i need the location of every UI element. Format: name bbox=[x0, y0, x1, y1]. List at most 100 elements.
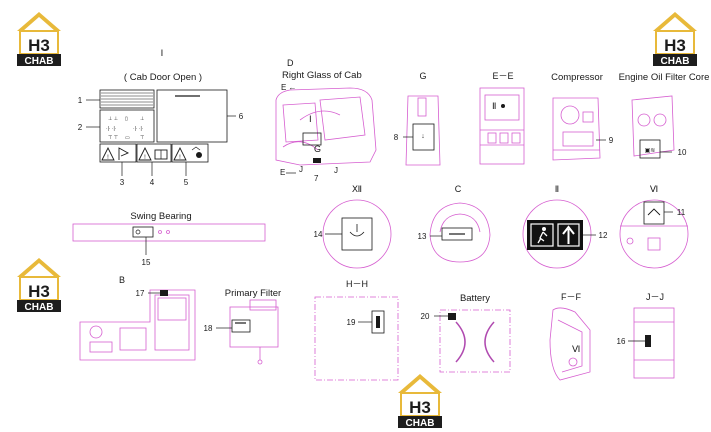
view-xii-title: Ⅻ bbox=[352, 184, 362, 194]
callout-5: 5 bbox=[184, 178, 189, 187]
view-roman-numeral: Ⅵ bbox=[572, 344, 580, 354]
svg-text:!: ! bbox=[144, 155, 146, 161]
svg-text:!: ! bbox=[179, 155, 181, 161]
callout-7: 7 bbox=[314, 174, 319, 183]
label-g: G bbox=[314, 144, 321, 154]
primary-filter-view: Primary Filter 18 bbox=[204, 288, 281, 365]
view-g-title: G bbox=[419, 71, 426, 81]
callout-12: 12 bbox=[599, 231, 608, 240]
label-18-plate bbox=[231, 319, 251, 333]
view-c-title: C bbox=[455, 184, 462, 194]
swing-bearing-title: Swing Bearing bbox=[130, 211, 191, 222]
compressor-view: Compressor 9 bbox=[551, 72, 614, 161]
view-arrow-e: E ← bbox=[281, 83, 297, 92]
view-f-f: F－F Ⅵ bbox=[549, 292, 591, 381]
callout-11: 11 bbox=[677, 208, 686, 217]
brand-logo-bottom-center: H3 CHAB bbox=[397, 373, 443, 429]
svg-text:⋅|⋅ ⋅|⋅: ⋅|⋅ ⋅|⋅ bbox=[106, 126, 117, 132]
callout-10: 10 bbox=[678, 148, 687, 157]
callout-6: 6 bbox=[239, 112, 244, 121]
callout-9: 9 bbox=[609, 136, 614, 145]
label-15-plate bbox=[132, 226, 154, 238]
svg-text:⋅|⋅ ⋅|⋅: ⋅|⋅ ⋅|⋅ bbox=[133, 126, 144, 132]
compressor-title: Compressor bbox=[551, 72, 603, 83]
view-vi: Ⅵ 11 bbox=[619, 184, 689, 269]
brand-logo-top-right: H3 CHAB bbox=[652, 11, 698, 67]
primary-filter-title: Primary Filter bbox=[225, 288, 281, 299]
view-j-j-title: J－J bbox=[646, 292, 664, 302]
logo-wordmark: CHAB bbox=[406, 418, 435, 429]
label-1-plate bbox=[99, 89, 155, 109]
label-13-plate bbox=[441, 227, 473, 241]
view-b-title: B bbox=[119, 275, 125, 285]
logo-mark: H3 bbox=[409, 398, 431, 417]
brand-logo-middle-left: H3 CHAB bbox=[16, 257, 62, 313]
logo-wordmark: CHAB bbox=[25, 302, 54, 313]
cab-door-label-panel: Ⅰ ( Cab Door Open ) ⊥ ⊥▯⊥ ⋅|⋅ ⋅|⋅⋅|⋅ ⋅|⋅… bbox=[78, 48, 244, 187]
svg-text:!: ! bbox=[107, 155, 109, 161]
view-roman-numeral: Ⅰ bbox=[309, 114, 312, 124]
logo-mark: H3 bbox=[28, 282, 50, 301]
callout-20: 20 bbox=[421, 312, 430, 321]
view-ii: Ⅱ 12 bbox=[522, 184, 608, 269]
callout-4: 4 bbox=[150, 178, 155, 187]
section-marker-d: D bbox=[287, 58, 294, 68]
label-j-right: J bbox=[334, 166, 338, 175]
view-c: C 13 bbox=[418, 184, 491, 263]
svg-text:▣≋: ▣≋ bbox=[645, 148, 656, 154]
view-e-e-title: E－E bbox=[492, 71, 513, 81]
callout-16: 16 bbox=[617, 337, 626, 346]
view-roman-numeral: Ⅰ bbox=[161, 48, 164, 58]
view-xii: Ⅻ 14 bbox=[314, 184, 392, 269]
callout-14: 14 bbox=[314, 230, 323, 239]
svg-text:▭: ▭ bbox=[125, 135, 130, 141]
emergency-exit-sign bbox=[527, 220, 583, 250]
right-glass-title: Right Glass of Cab bbox=[282, 70, 362, 81]
svg-text:⊤ ⊤: ⊤ ⊤ bbox=[108, 135, 118, 141]
view-roman-numeral: Ⅱ bbox=[492, 101, 496, 111]
oil-filter-title: Engine Oil Filter Core bbox=[619, 72, 710, 83]
logo-wordmark: CHAB bbox=[25, 56, 54, 67]
logo-wordmark: CHAB bbox=[661, 56, 690, 67]
svg-text:⊥ ⊥: ⊥ ⊥ bbox=[108, 116, 118, 122]
view-h-h: H－H 19 bbox=[314, 279, 399, 381]
callout-8: 8 bbox=[394, 133, 399, 142]
callout-17: 17 bbox=[136, 289, 145, 298]
label-20-plate bbox=[448, 313, 456, 320]
view-j-j: J－J 16 bbox=[617, 292, 675, 379]
label-5-warning bbox=[171, 143, 209, 163]
logo-mark: H3 bbox=[28, 36, 50, 55]
swing-bearing-view: Swing Bearing 15 bbox=[72, 211, 266, 267]
svg-text:↓: ↓ bbox=[421, 133, 425, 140]
label-10-plate bbox=[639, 139, 661, 159]
view-f-f-title: F－F bbox=[561, 292, 581, 302]
label-i-mark bbox=[302, 132, 322, 146]
cab-door-caption: ( Cab Door Open ) bbox=[124, 72, 202, 83]
callout-1: 1 bbox=[78, 96, 83, 105]
label-17-plate bbox=[160, 290, 168, 296]
battery-view: Battery 20 bbox=[421, 293, 511, 373]
logo-mark: H3 bbox=[664, 36, 686, 55]
battery-title: Battery bbox=[460, 293, 490, 304]
engine-oil-filter-view: Engine Oil Filter Core ▣≋ 10 bbox=[619, 72, 710, 159]
label-16-plate bbox=[645, 335, 651, 347]
view-vi-title: Ⅵ bbox=[650, 184, 658, 194]
callout-15: 15 bbox=[142, 258, 151, 267]
view-e-e: E－E Ⅱ bbox=[479, 71, 525, 165]
callout-18: 18 bbox=[204, 324, 213, 333]
view-h-h-title: H－H bbox=[346, 279, 368, 289]
callout-3: 3 bbox=[120, 178, 125, 187]
callout-19: 19 bbox=[347, 318, 356, 327]
label-6-plate bbox=[156, 89, 228, 143]
brand-logo-top-left: H3 CHAB bbox=[16, 11, 62, 67]
label-e: E bbox=[280, 168, 285, 177]
svg-text:⊤: ⊤ bbox=[140, 135, 144, 141]
callout-2: 2 bbox=[78, 123, 83, 132]
view-ii-title: Ⅱ bbox=[555, 184, 559, 194]
view-g: G ↓ 8 bbox=[394, 71, 441, 166]
label-j-left: J bbox=[299, 165, 303, 174]
label-11-plate bbox=[643, 201, 665, 225]
label-3-warning bbox=[99, 143, 137, 163]
label-4-warning bbox=[136, 143, 172, 163]
